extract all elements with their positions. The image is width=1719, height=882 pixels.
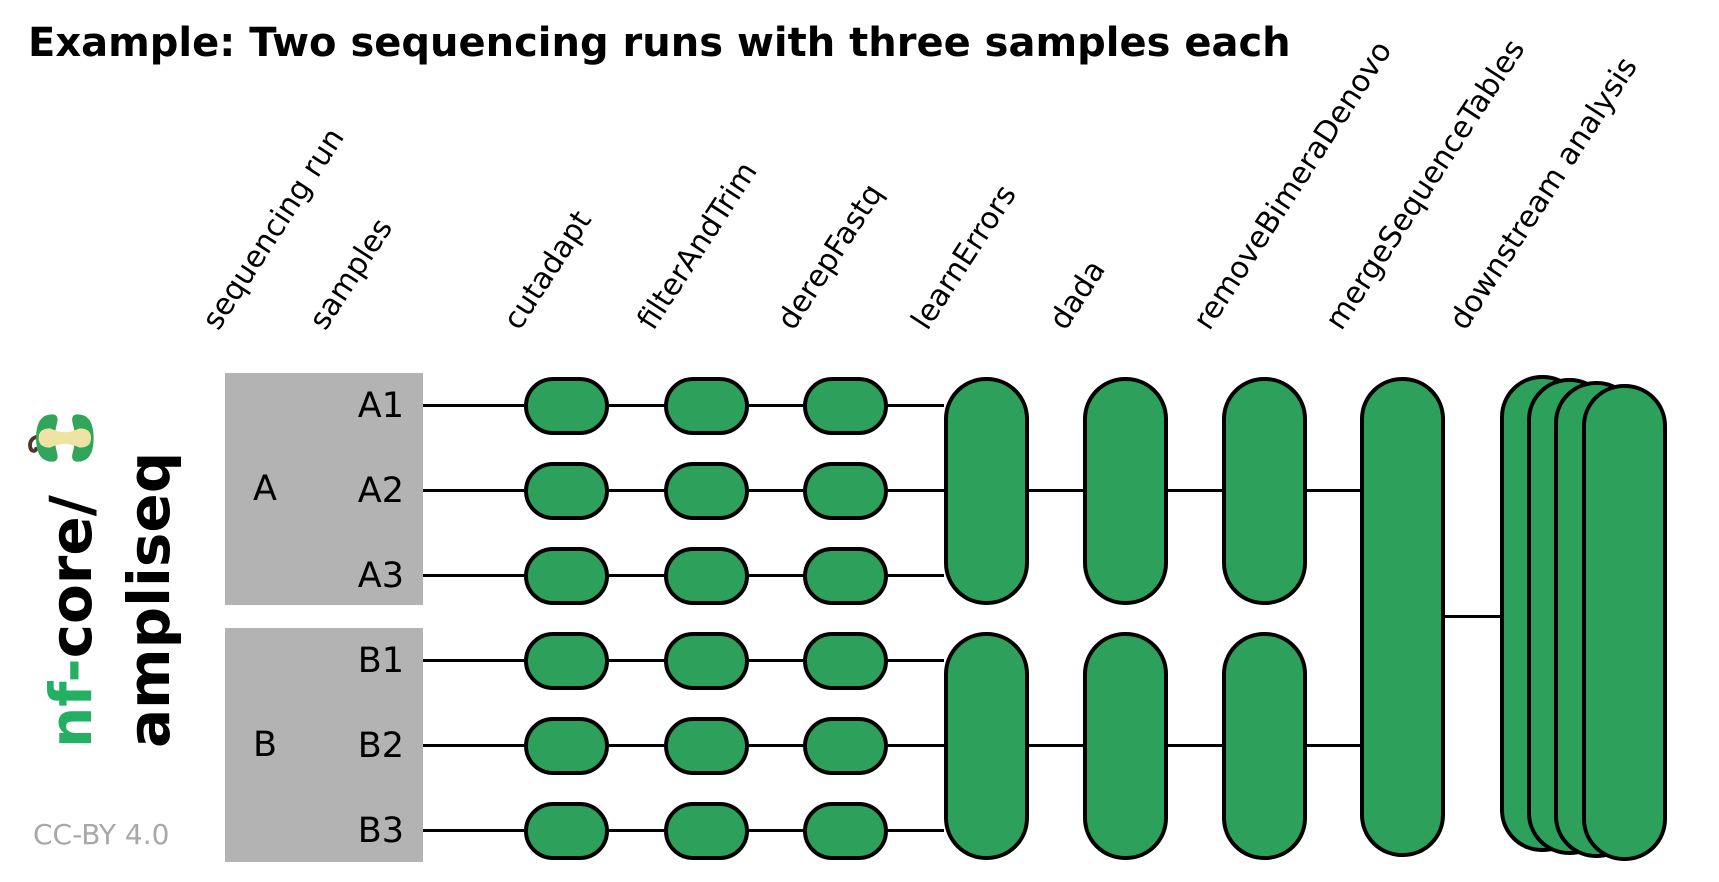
connector-line — [423, 404, 524, 407]
pill-dada-run-B — [1083, 632, 1168, 860]
pill-cutadapt-A1 — [524, 377, 609, 435]
page-title: Example: Two sequencing runs with three … — [28, 20, 1291, 66]
column-label-samples: samples — [302, 212, 400, 336]
pill-cutadapt-B2 — [524, 717, 609, 775]
connector-line — [888, 489, 944, 492]
pill-filterAndTrim-A1 — [664, 377, 749, 435]
pill-filterAndTrim-B3 — [664, 802, 749, 860]
connector-line — [609, 829, 664, 832]
connector-line — [1168, 744, 1222, 747]
connector-line — [749, 659, 803, 662]
connector-line — [1445, 615, 1500, 618]
sample-label-B3: B3 — [357, 811, 404, 851]
pill-downstream-analysis-4 — [1582, 384, 1667, 861]
connector-line — [423, 829, 524, 832]
connector-line — [609, 404, 664, 407]
column-label-derepFastq: derepFastq — [770, 177, 891, 336]
pill-dada-run-A — [1083, 377, 1168, 605]
run-label-A: A — [253, 469, 277, 509]
run-box-A — [225, 373, 423, 605]
logo-suffix: core/ — [37, 495, 105, 659]
pill-filterAndTrim-A3 — [664, 547, 749, 605]
pill-cutadapt-A3 — [524, 547, 609, 605]
column-label-cutadapt: cutadapt — [496, 204, 599, 336]
pill-removeBimeraDenovo-run-B — [1222, 632, 1307, 860]
connector-line — [423, 744, 524, 747]
pill-filterAndTrim-B2 — [664, 717, 749, 775]
pill-derepFastq-B1 — [803, 632, 888, 690]
sample-label-B1: B1 — [357, 641, 404, 681]
connector-line — [749, 489, 803, 492]
connector-line — [749, 574, 803, 577]
column-label-learnErrors: learnErrors — [904, 178, 1024, 336]
run-label-B: B — [252, 725, 277, 765]
column-label-filterAndTrim: filterAndTrim — [630, 155, 765, 336]
logo-prefix: nf- — [37, 658, 105, 748]
pill-cutadapt-A2 — [524, 462, 609, 520]
connector-line — [749, 829, 803, 832]
sample-label-B2: B2 — [357, 726, 404, 766]
pill-cutadapt-B3 — [524, 802, 609, 860]
connector-line — [423, 659, 524, 662]
column-label-dada: dada — [1042, 254, 1113, 336]
connector-line — [888, 744, 944, 747]
connector-line — [749, 404, 803, 407]
run-box-B — [225, 628, 423, 862]
nf-core-ampliseq-logo: nf-core/ ampliseq — [28, 408, 192, 748]
pill-filterAndTrim-A2 — [664, 462, 749, 520]
connector-line — [749, 744, 803, 747]
connector-line — [888, 404, 944, 407]
pill-learnErrors-run-A — [944, 377, 1029, 605]
connector-line — [609, 489, 664, 492]
connector-line — [888, 574, 944, 577]
pill-removeBimeraDenovo-run-A — [1222, 377, 1307, 605]
connector-line — [888, 659, 944, 662]
connector-line — [1168, 489, 1222, 492]
sample-label-A3: A3 — [357, 556, 404, 596]
pill-derepFastq-A2 — [803, 462, 888, 520]
connector-line — [423, 489, 524, 492]
pill-cutadapt-B1 — [524, 632, 609, 690]
pill-derepFastq-B3 — [803, 802, 888, 860]
connector-line — [888, 829, 944, 832]
connector-line — [609, 744, 664, 747]
apple-core-icon — [28, 414, 94, 462]
connector-line — [609, 659, 664, 662]
pill-derepFastq-B2 — [803, 717, 888, 775]
pill-mergeSequenceTables — [1360, 377, 1445, 857]
sample-label-A2: A2 — [357, 471, 404, 511]
pill-derepFastq-A3 — [803, 547, 888, 605]
connector-line — [1029, 489, 1083, 492]
sample-label-A1: A1 — [357, 386, 404, 426]
logo-pipeline-name: ampliseq — [115, 451, 183, 748]
connector-line — [1307, 489, 1360, 492]
pill-derepFastq-A1 — [803, 377, 888, 435]
connector-line — [1307, 744, 1360, 747]
pill-learnErrors-run-B — [944, 632, 1029, 860]
pill-filterAndTrim-B1 — [664, 632, 749, 690]
connector-line — [423, 574, 524, 577]
license-label: CC-BY 4.0 — [33, 818, 170, 851]
connector-line — [1029, 744, 1083, 747]
connector-line — [609, 574, 664, 577]
